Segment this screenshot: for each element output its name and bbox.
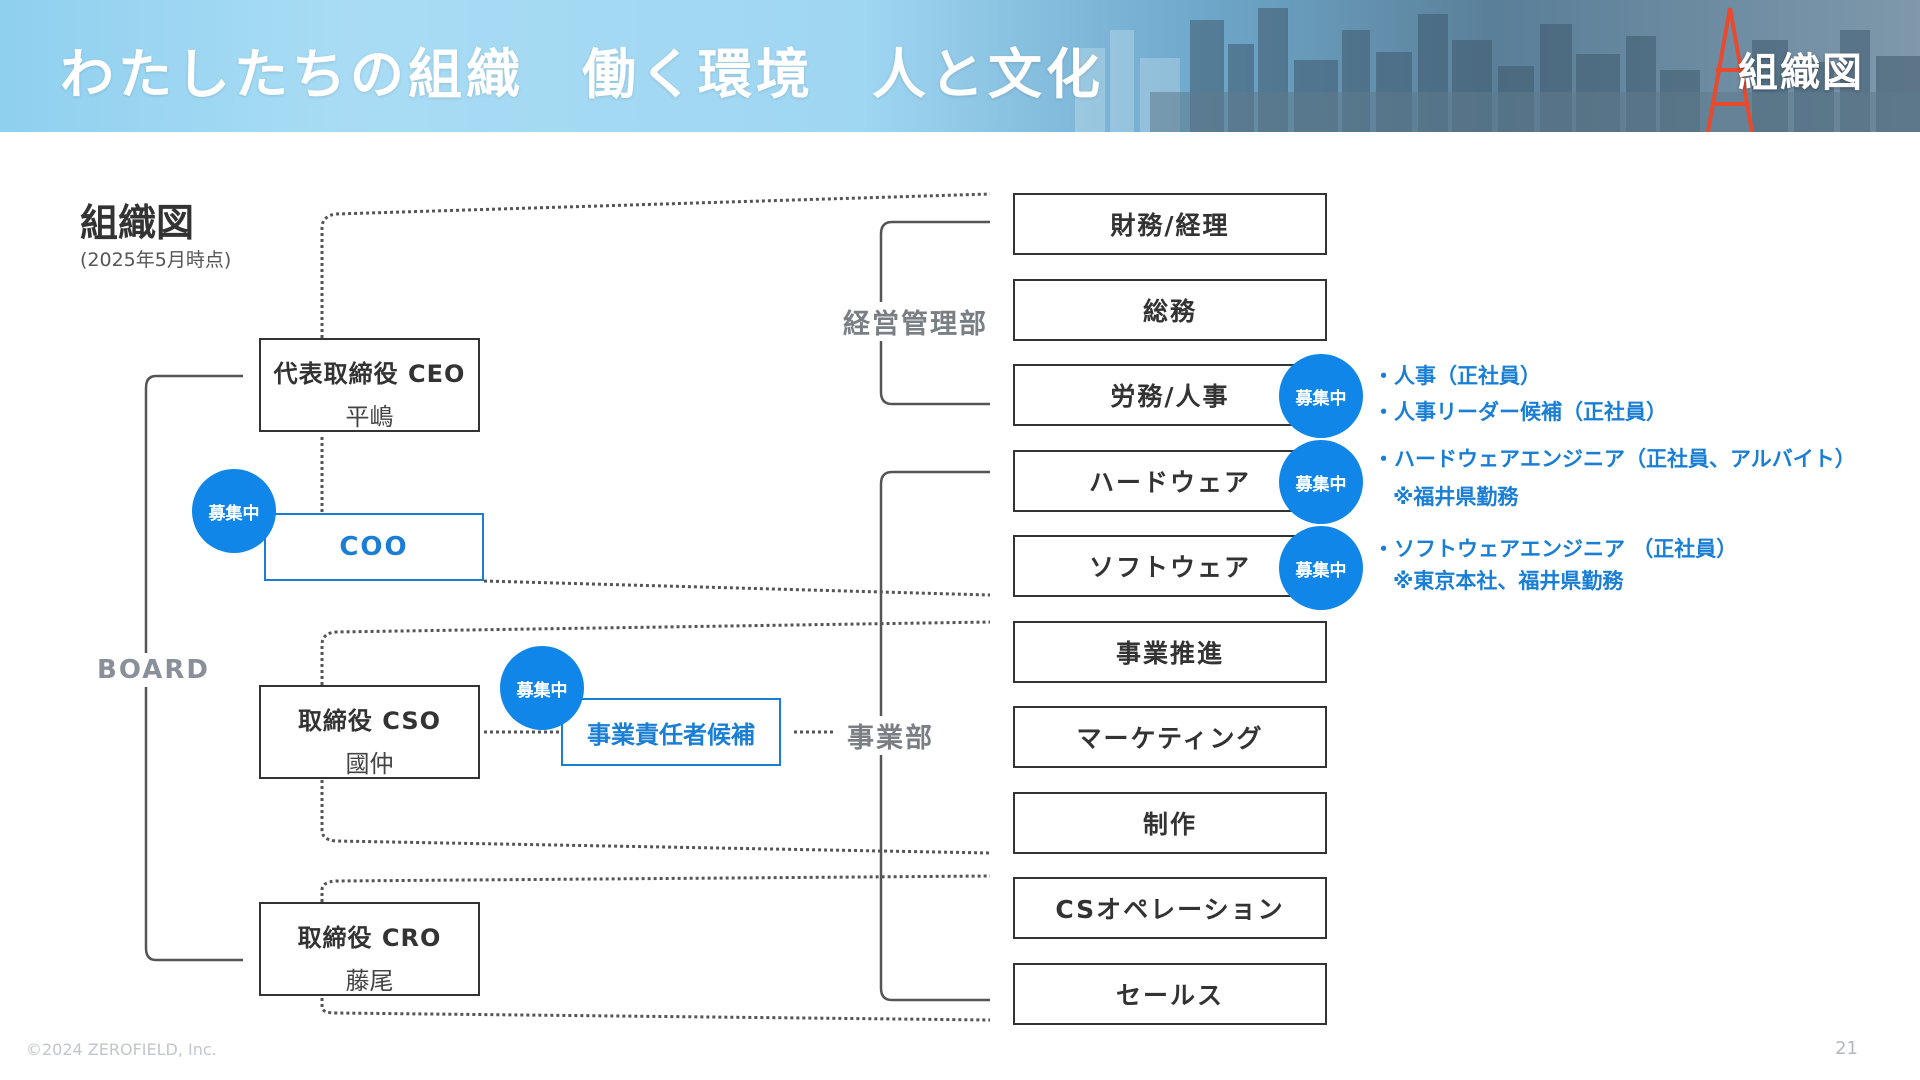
cso-top-connector xyxy=(320,620,991,685)
cro-name: 藤尾 xyxy=(345,967,394,995)
dept-production: 制作 xyxy=(1013,791,1327,854)
coo-box: COO xyxy=(264,513,484,581)
software-opening-1: ・ソフトウェアエンジニア （正社員） xyxy=(1373,537,1738,561)
dept-cs-operation: CSオペレーション xyxy=(1013,877,1327,939)
candidate-recruiting-badge: 募集中 xyxy=(500,646,584,730)
page-subtitle: (2025年5月時点) xyxy=(80,249,232,271)
nav-item-culture[interactable]: 人と文化 xyxy=(872,43,1104,106)
copyright: ©2024 ZEROFIELD, Inc. xyxy=(26,1040,217,1059)
coo-recruiting-badge: 募集中 xyxy=(192,469,276,553)
cso-bottom-connector xyxy=(320,780,991,855)
page-number: 21 xyxy=(1835,1038,1858,1059)
nav-item-organization[interactable]: わたしたちの組織 xyxy=(60,43,524,106)
ceo-connector xyxy=(320,192,991,338)
business-head-candidate-box: 事業責任者候補 xyxy=(561,698,781,766)
software-recruiting-badge: 募集中 xyxy=(1279,526,1363,610)
ceo-box: 代表取締役 CEO 平嶋 xyxy=(259,338,480,432)
hardware-recruiting-badge: 募集中 xyxy=(1279,440,1363,524)
cso-box: 取締役 CSO 國仲 xyxy=(259,685,480,779)
hardware-openings: ・ハードウェアエンジニア（正社員、アルバイト） ※福井県勤務 xyxy=(1373,440,1856,516)
cro-top-connector xyxy=(320,874,991,902)
cro-role: 取締役 CRO xyxy=(297,924,442,952)
hr-recruiting-badge: 募集中 xyxy=(1279,354,1363,438)
cso-role: 取締役 CSO xyxy=(297,707,442,735)
coo-connector xyxy=(483,579,991,597)
banner-page-label: 組織図 xyxy=(1738,50,1864,96)
tower-icon xyxy=(1706,7,1754,132)
hardware-opening-note: ※福井県勤務 xyxy=(1393,485,1519,509)
hr-openings: ・人事（正社員） ・人事リーダー候補（正社員） xyxy=(1373,358,1667,430)
page-title: 組織図 xyxy=(80,201,195,245)
ceo-name: 平嶋 xyxy=(345,403,394,431)
cro-bottom-connector xyxy=(320,998,991,1022)
section-nav: わたしたちの組織 働く環境 人と文化 xyxy=(60,30,1104,109)
ceo-role: 代表取締役 CEO xyxy=(273,360,466,388)
software-opening-note: ※東京本社、福井県勤務 xyxy=(1393,569,1624,593)
hr-opening-1: ・人事（正社員） xyxy=(1373,364,1541,388)
board-label: BOARD xyxy=(97,653,210,687)
cro-box: 取締役 CRO 藤尾 xyxy=(259,902,480,996)
hr-opening-2: ・人事リーダー候補（正社員） xyxy=(1373,400,1667,424)
dept-hr: 労務/人事 xyxy=(1013,364,1327,426)
cso-name: 國仲 xyxy=(345,750,394,778)
hardware-opening-1: ・ハードウェアエンジニア（正社員、アルバイト） xyxy=(1373,447,1856,471)
dept-hardware: ハードウェア xyxy=(1013,449,1327,512)
department-list: 財務/経理 総務 労務/人事 ハードウェア ソフトウェア 事業推進 マーケティン… xyxy=(1013,193,1327,1048)
dept-software: ソフトウェア xyxy=(1013,535,1327,597)
dept-marketing: マーケティング xyxy=(1013,706,1327,768)
dept-business-promotion: 事業推進 xyxy=(1013,620,1327,683)
management-group-label: 経営管理部 xyxy=(843,302,988,341)
city-skyline-image xyxy=(1075,7,1920,132)
business-group-label: 事業部 xyxy=(847,716,934,755)
header-banner: わたしたちの組織 働く環境 人と文化 組織図 xyxy=(0,0,1920,132)
nav-item-environment[interactable]: 働く環境 xyxy=(582,43,814,106)
dept-sales: セールス xyxy=(1013,962,1327,1025)
dept-finance: 財務/経理 xyxy=(1013,193,1327,255)
software-openings: ・ソフトウェアエンジニア （正社員） ※東京本社、福井県勤務 xyxy=(1373,533,1737,597)
dept-general-affairs: 総務 xyxy=(1013,278,1327,341)
